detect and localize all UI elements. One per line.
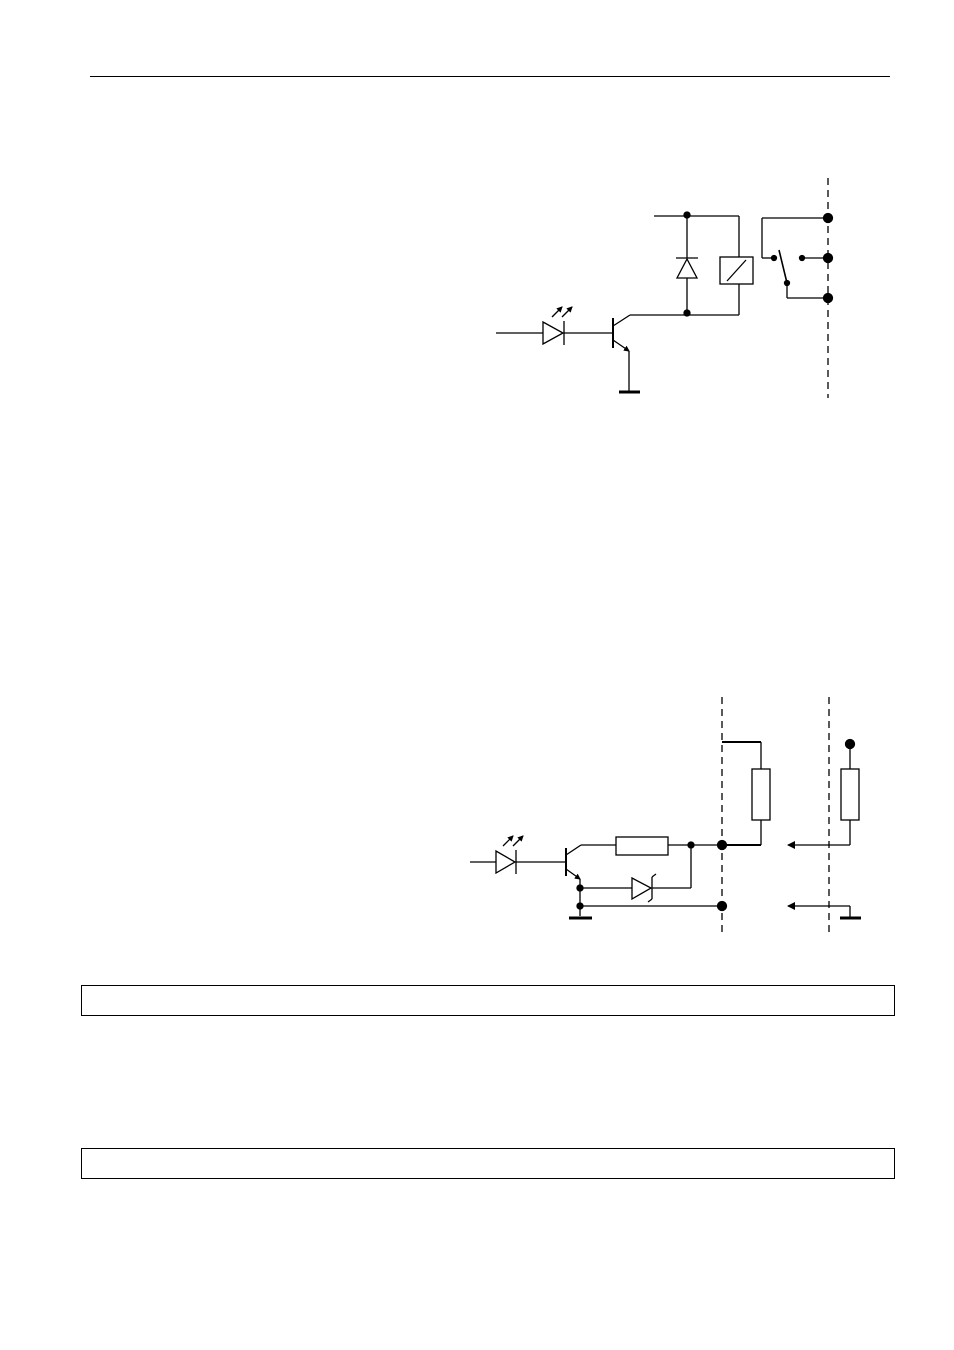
info-box-2 (81, 1148, 895, 1179)
terminal-dot (822, 292, 834, 304)
load-resistor-icon (751, 768, 771, 821)
info-box-1 (81, 985, 895, 1016)
npn-transistor-icon (612, 314, 631, 352)
terminal-dot (716, 900, 728, 912)
open-collector-output-diagram (470, 697, 861, 932)
optocoupler-led-icon (495, 835, 524, 875)
zener-diode-icon (631, 873, 657, 903)
npn-transistor-icon (565, 844, 582, 880)
optocoupler-led-icon (542, 306, 573, 346)
external-resistor-icon (840, 768, 860, 821)
resistor-icon (615, 836, 669, 856)
terminal-dot (822, 252, 834, 264)
info-box-1-text (82, 986, 894, 998)
relay-output-diagram (496, 178, 834, 398)
flyback-diode-icon (675, 257, 699, 279)
terminal-dot (822, 212, 834, 224)
changeover-contact-icon (761, 217, 828, 299)
header-rule (90, 76, 890, 77)
info-box-2-text (82, 1149, 894, 1161)
